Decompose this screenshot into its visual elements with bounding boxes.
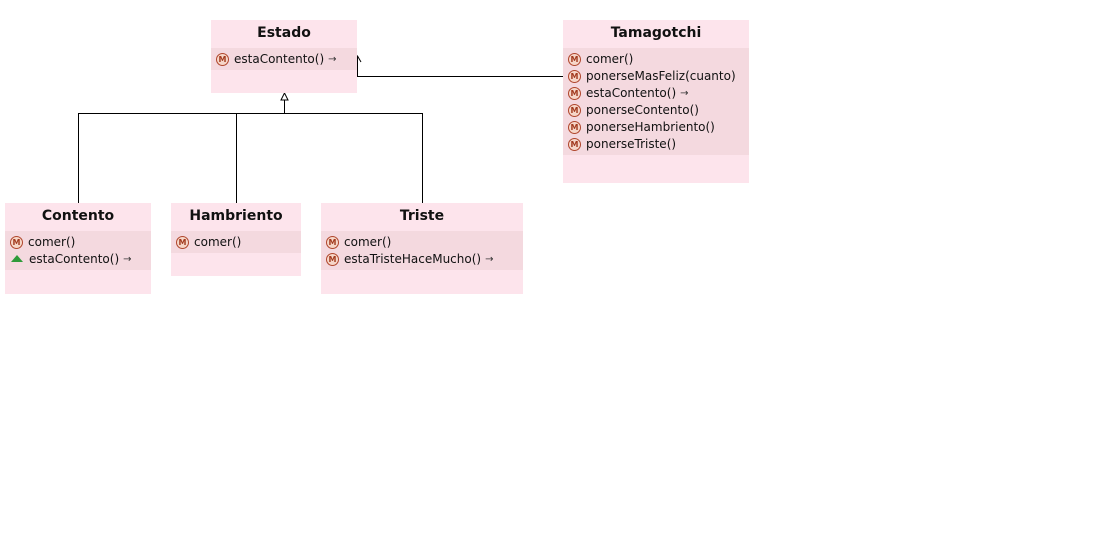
method-label: ponerseMasFeliz(cuanto) xyxy=(586,69,736,83)
method-icon: M xyxy=(568,104,581,117)
return-arrow-icon: → xyxy=(123,254,132,265)
method-icon: M xyxy=(10,236,23,249)
class-name-hambriento: Hambriento xyxy=(189,208,283,224)
generalization-arrowhead-icon xyxy=(280,91,289,101)
method-row[interactable]: M estaContento() → xyxy=(563,85,749,102)
method-label: ponerseContento() xyxy=(586,103,699,117)
method-row[interactable]: M ponerseHambriento() xyxy=(563,119,749,136)
class-estado[interactable]: Estado M estaContento() → xyxy=(211,20,357,93)
method-icon: M xyxy=(326,253,339,266)
method-label: comer() xyxy=(28,235,76,249)
method-icon: M xyxy=(176,236,189,249)
method-label: comer() xyxy=(586,52,634,66)
method-label: comer() xyxy=(194,235,242,249)
method-row[interactable]: M ponerseContento() xyxy=(563,102,749,119)
method-row[interactable]: M estaTristeHaceMucho() → xyxy=(321,251,523,268)
method-row[interactable]: M ponerseTriste() xyxy=(563,136,749,153)
method-list-estado: M estaContento() → xyxy=(211,48,357,70)
return-arrow-icon: → xyxy=(485,254,494,265)
method-label: ponerseHambriento() xyxy=(586,120,715,134)
return-arrow-icon: → xyxy=(328,54,337,65)
method-icon: M xyxy=(568,70,581,83)
method-label: estaTristeHaceMucho() xyxy=(344,252,482,266)
method-icon: M xyxy=(326,236,339,249)
method-row[interactable]: M comer() xyxy=(171,234,301,251)
method-list-triste: M comer() M estaTristeHaceMucho() → xyxy=(321,231,523,270)
method-row[interactable]: M comer() xyxy=(563,51,749,68)
method-label: ponerseTriste() xyxy=(586,137,677,151)
class-name-triste: Triste xyxy=(399,208,445,224)
method-list-contento: M comer() estaContento() → xyxy=(5,231,151,270)
method-icon: M xyxy=(568,138,581,151)
method-row[interactable]: estaContento() → xyxy=(5,251,151,268)
method-icon: M xyxy=(568,87,581,100)
generalization-line-triste xyxy=(284,113,423,203)
method-row[interactable]: M estaContento() → xyxy=(211,51,357,68)
class-name-estado: Estado xyxy=(257,25,311,41)
method-row[interactable]: M comer() xyxy=(321,234,523,251)
method-icon: M xyxy=(568,121,581,134)
method-label: estaContento() xyxy=(234,52,325,66)
method-row[interactable]: M comer() xyxy=(5,234,151,251)
method-row[interactable]: M ponerseMasFeliz(cuanto) xyxy=(563,68,749,85)
method-label: estaContento() xyxy=(586,86,677,100)
class-name-tamagotchi: Tamagotchi xyxy=(610,25,702,41)
class-tamagotchi[interactable]: Tamagotchi M comer() M ponerseMasFeliz(c… xyxy=(563,20,749,183)
class-triste[interactable]: Triste M comer() M estaTristeHaceMucho()… xyxy=(321,203,523,294)
method-list-tamagotchi: M comer() M ponerseMasFeliz(cuanto) M es… xyxy=(563,48,749,155)
return-arrow-icon: → xyxy=(680,88,689,99)
method-label: comer() xyxy=(344,235,392,249)
class-hambriento[interactable]: Hambriento M comer() xyxy=(171,203,301,276)
override-triangle-icon xyxy=(11,255,23,262)
generalization-line-contento xyxy=(78,113,285,203)
method-icon: M xyxy=(216,53,229,66)
association-line-tamagotchi-estado xyxy=(357,57,564,100)
class-name-contento: Contento xyxy=(41,208,115,224)
method-icon: M xyxy=(568,53,581,66)
class-contento[interactable]: Contento M comer() estaContento() → xyxy=(5,203,151,294)
method-label: estaContento() xyxy=(29,252,120,266)
method-list-hambriento: M comer() xyxy=(171,231,301,253)
